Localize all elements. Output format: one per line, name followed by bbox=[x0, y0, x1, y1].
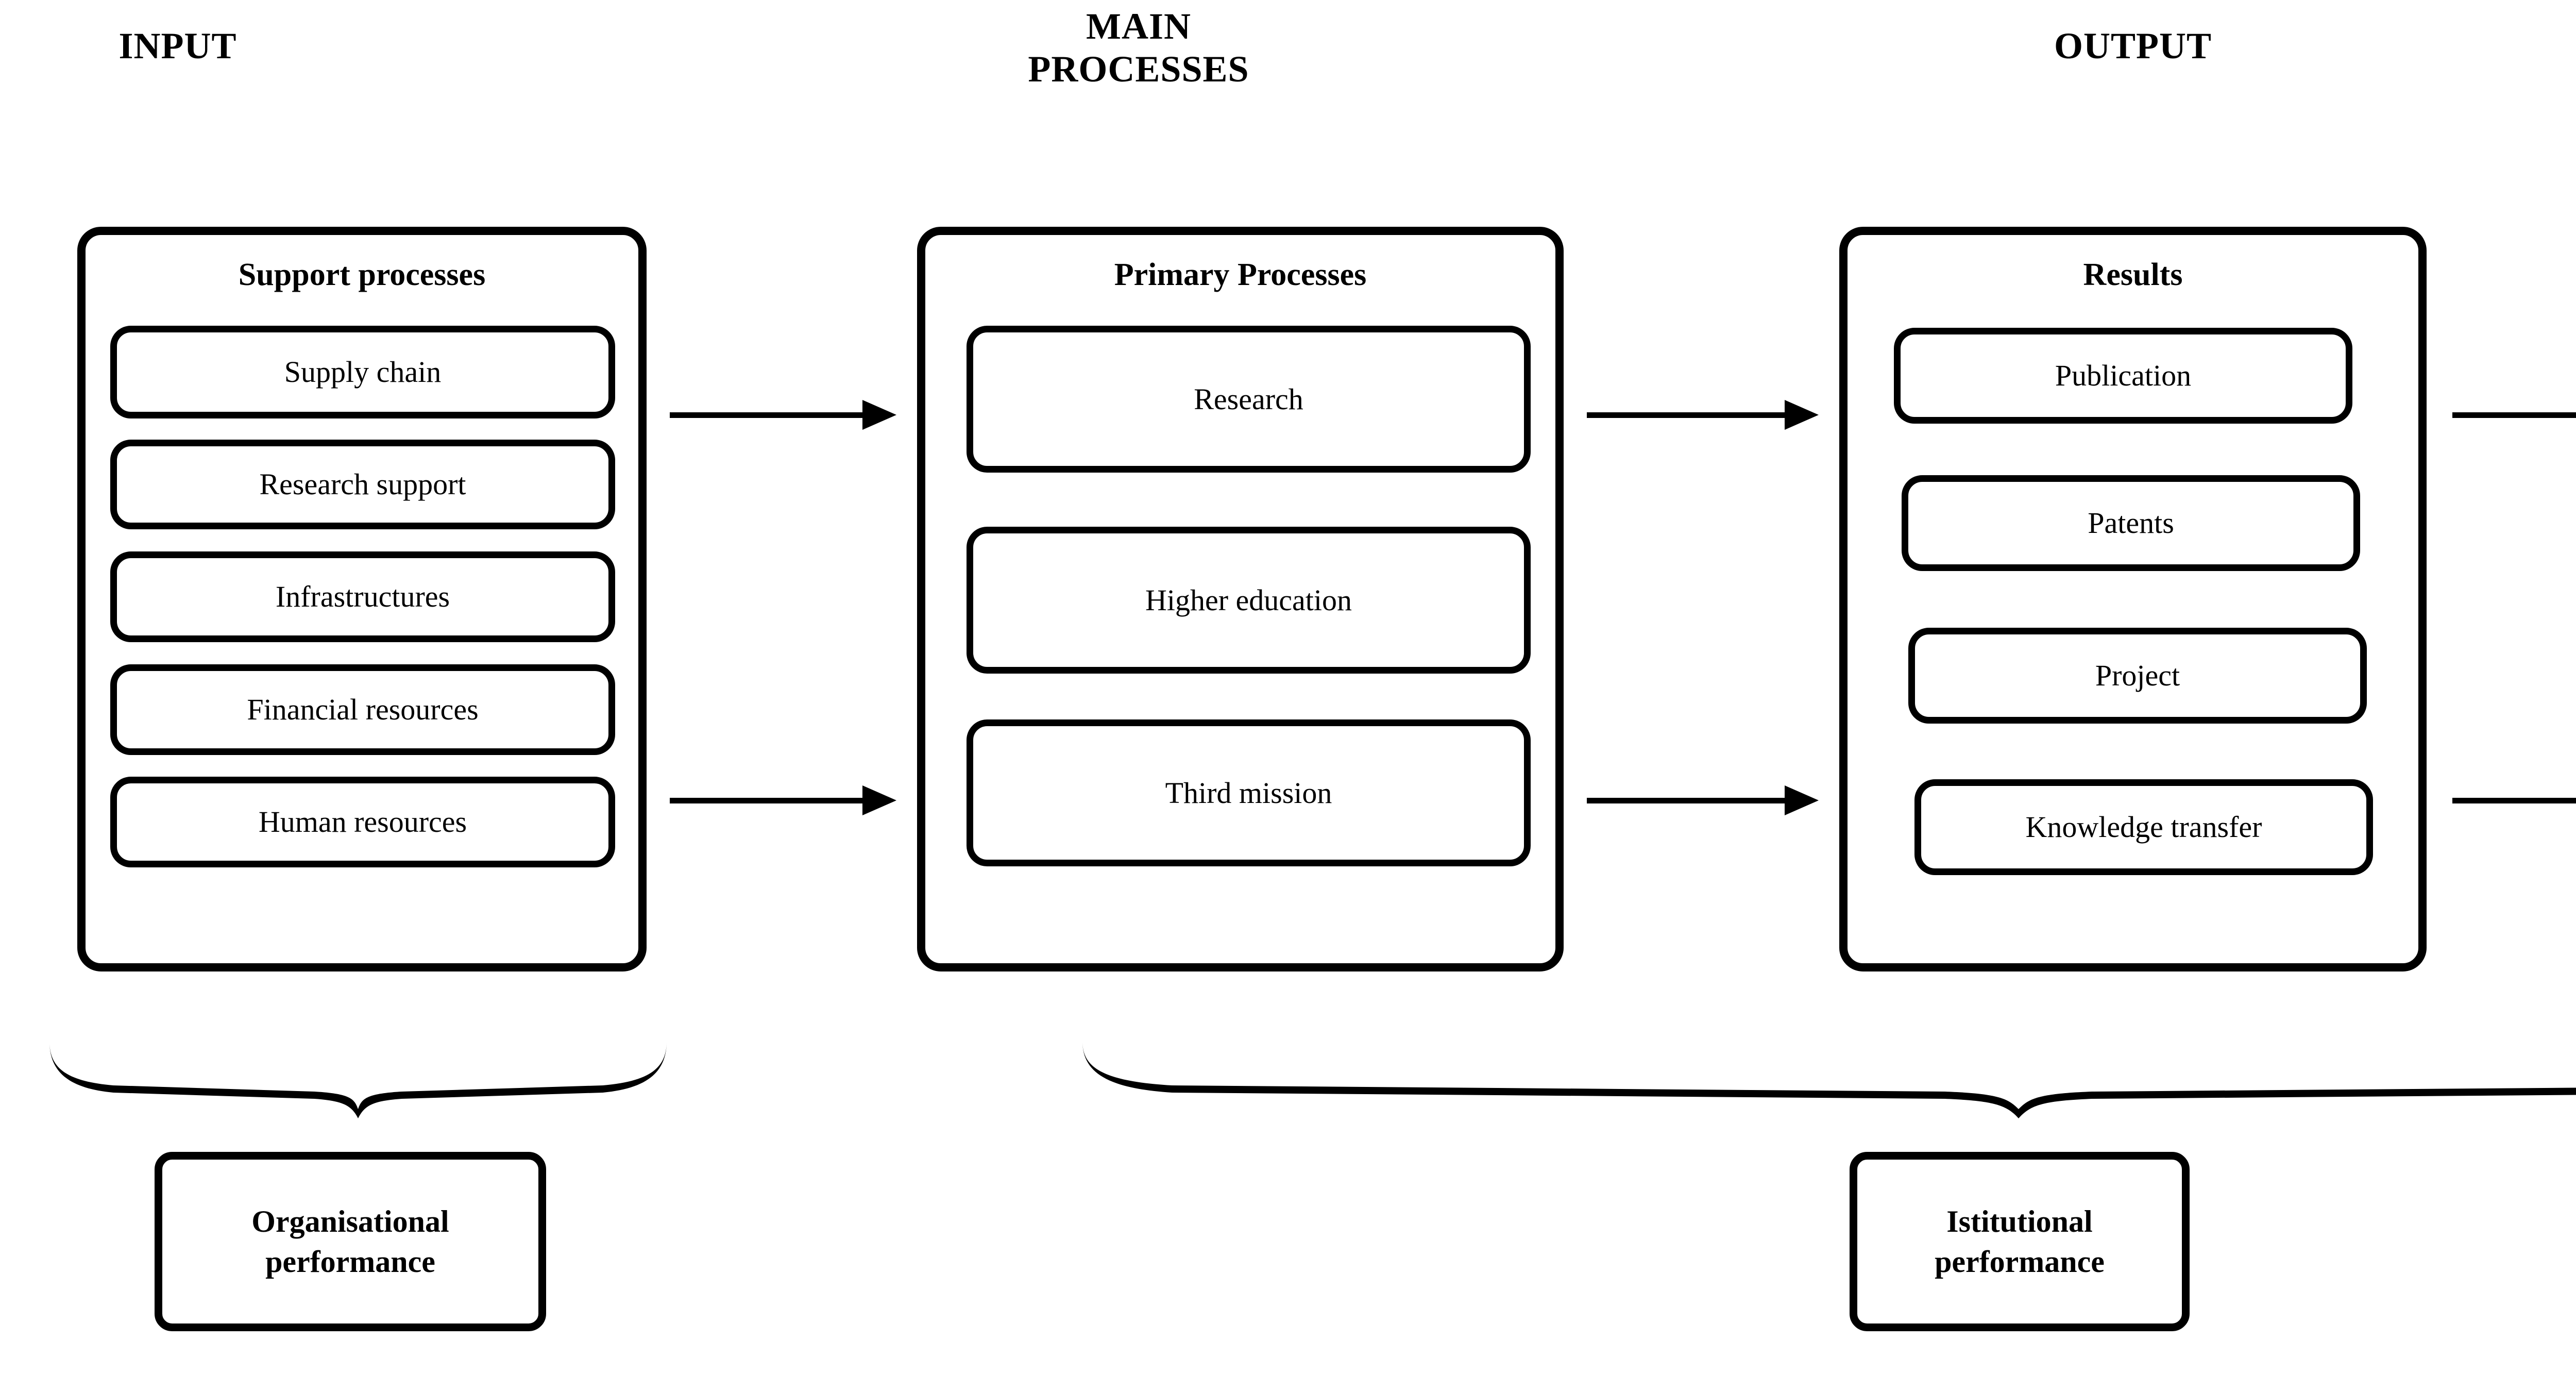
arrow-head bbox=[862, 400, 896, 430]
header-line-1: MAIN bbox=[1086, 6, 1191, 47]
box-title-support-processes: Support processes bbox=[238, 257, 486, 292]
arrow-head bbox=[1785, 785, 1819, 815]
perf-line-1: Organisational bbox=[251, 1204, 449, 1238]
outer-box-main-processes: Primary Processes Research Higher educat… bbox=[917, 227, 1564, 971]
pill-infrastructures[interactable]: Infrastructures bbox=[110, 551, 615, 642]
pill-project[interactable]: Project bbox=[1908, 628, 2367, 724]
arrow-shaft bbox=[670, 798, 866, 803]
perf-label-organisational: Organisational performance bbox=[251, 1201, 449, 1282]
pill-publication[interactable]: Publication bbox=[1894, 328, 2352, 424]
pill-financial-resources[interactable]: Financial resources bbox=[110, 664, 615, 755]
column-header-output: OUTPUT bbox=[2054, 25, 2212, 66]
pill-higher-education[interactable]: Higher education bbox=[967, 527, 1531, 674]
box-title-results: Results bbox=[2083, 257, 2183, 292]
arrow-shaft bbox=[2452, 412, 2576, 418]
arrow-shaft bbox=[670, 412, 866, 418]
outer-box-output: Results Publication Patents Project Know… bbox=[1839, 227, 2427, 971]
pill-patents[interactable]: Patents bbox=[1902, 475, 2360, 571]
perf-label-istitutional: Istitutional performance bbox=[1935, 1201, 2105, 1282]
pill-knowledge-transfer[interactable]: Knowledge transfer bbox=[1914, 779, 2373, 875]
perf-box-istitutional[interactable]: Istitutional performance bbox=[1850, 1152, 2190, 1331]
arrow-head bbox=[1785, 400, 1819, 430]
pill-third-mission[interactable]: Third mission bbox=[967, 719, 1531, 866]
box-title-primary-processes: Primary Processes bbox=[1114, 257, 1367, 292]
pill-research-support[interactable]: Research support bbox=[110, 440, 615, 529]
pill-supply-chain[interactable]: Supply chain bbox=[110, 326, 615, 418]
column-header-input: INPUT bbox=[118, 25, 237, 66]
perf-box-organisational[interactable]: Organisational performance bbox=[155, 1152, 546, 1331]
perf-line-2: performance bbox=[265, 1245, 435, 1279]
header-line-2: PROCESSES bbox=[1028, 48, 1249, 90]
brace-left-svg bbox=[49, 1041, 667, 1118]
arrow-head bbox=[862, 785, 896, 815]
pill-human-resources[interactable]: Human resources bbox=[110, 777, 615, 867]
arrow-shaft bbox=[2452, 798, 2576, 803]
outer-box-input: Support processes Supply chain Research … bbox=[77, 227, 647, 971]
perf-line-2: performance bbox=[1935, 1245, 2105, 1279]
brace-organisational bbox=[46, 1041, 670, 1118]
brace-istitutional bbox=[1079, 1041, 2576, 1118]
pill-research[interactable]: Research bbox=[967, 326, 1531, 473]
brace-right-svg bbox=[1082, 1041, 2576, 1118]
arrow-shaft bbox=[1587, 412, 1788, 418]
perf-line-1: Istitutional bbox=[1946, 1204, 2093, 1238]
arrow-shaft bbox=[1587, 798, 1788, 803]
